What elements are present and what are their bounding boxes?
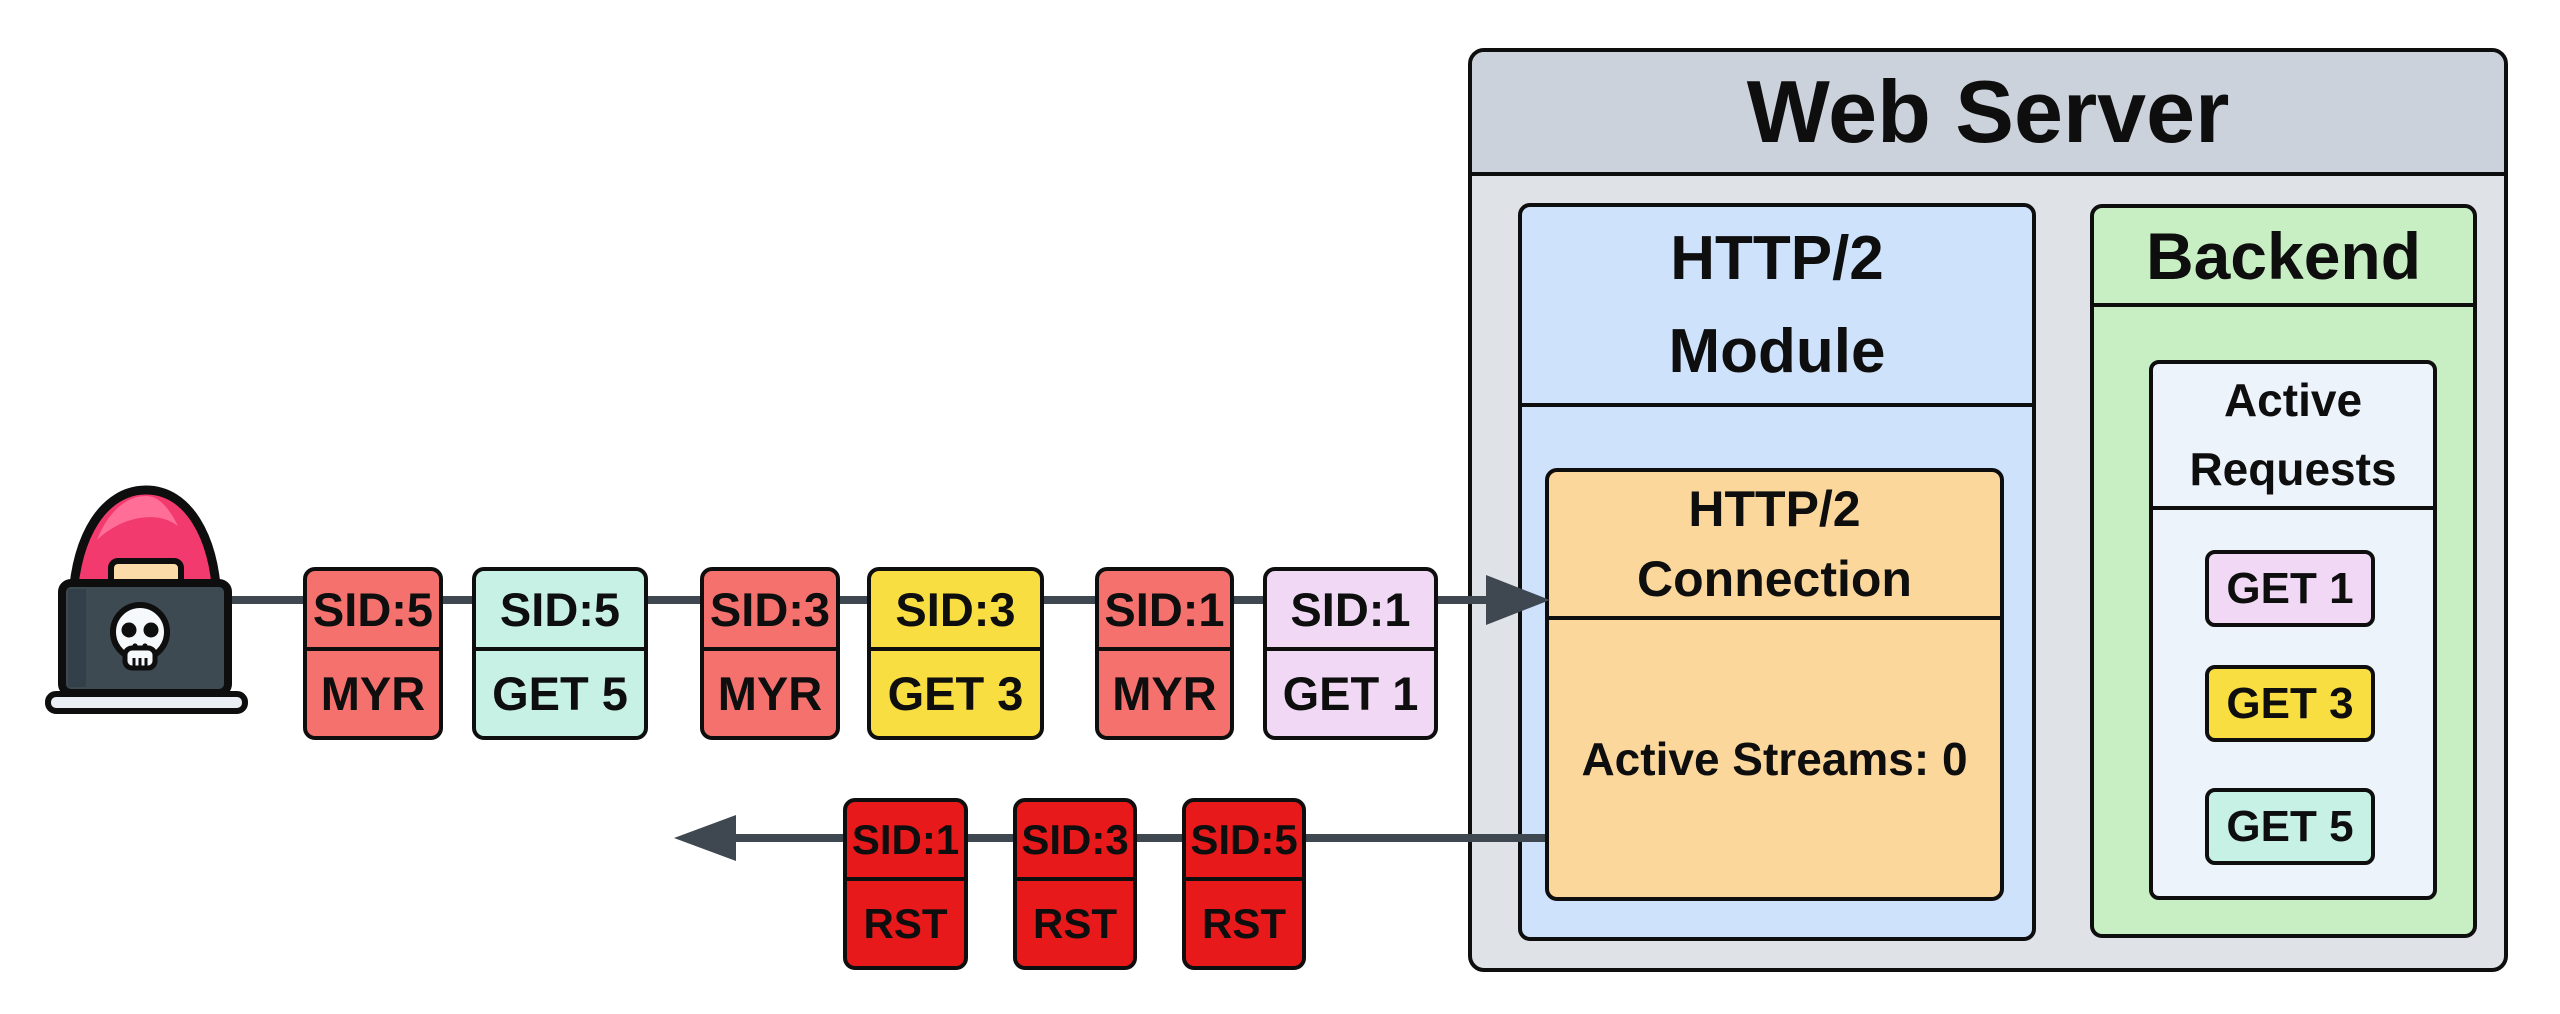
response-arrowhead xyxy=(674,815,736,861)
active-streams-status: Active Streams: 0 xyxy=(1581,732,1968,785)
http2-module-title-text: HTTP/2 Module xyxy=(1668,224,1886,386)
packet-sid-label: SID:1 xyxy=(1099,571,1230,651)
packet-sid5-rst: SID:5 RST xyxy=(1182,798,1306,970)
packet-payload-label: RST xyxy=(863,899,948,947)
packet-sid-label: SID:5 xyxy=(1186,802,1302,881)
packet-payload-label: RST xyxy=(1202,899,1286,947)
packet-sid-label: SID:3 xyxy=(704,571,836,651)
hood-highlight xyxy=(97,496,178,540)
packet-payload-label: GET 5 xyxy=(492,667,628,720)
packet-payload-label: GET 1 xyxy=(1282,667,1419,720)
web-server-title: Web Server xyxy=(1472,52,2504,176)
laptop-base-shape xyxy=(45,691,248,714)
packet-sid-label: SID:1 xyxy=(1267,571,1434,651)
packet-sid1-myr: SID:1 MYR xyxy=(1095,567,1234,740)
packet-sid5-myr: SID:5 MYR xyxy=(303,567,443,740)
packet-sid-label: SID:5 xyxy=(307,571,439,651)
skull-nose-right xyxy=(142,643,148,649)
web-server-box: Web Server HTTP/2 Module HTTP/2 Connecti… xyxy=(1468,48,2508,972)
active-request-chip-get3: GET 3 xyxy=(2205,665,2375,742)
packet-payload-label: MYR xyxy=(320,667,426,720)
packet-sid-label: SID:1 xyxy=(847,802,964,881)
packet-payload-label: GET 3 xyxy=(887,667,1024,720)
skull-nose-left xyxy=(132,643,138,649)
http2-module-box: HTTP/2 Module HTTP/2 Connection Active S… xyxy=(1518,203,2036,941)
laptop-shading xyxy=(68,589,86,687)
packet-payload-label: MYR xyxy=(1112,667,1217,720)
packet-payload-label: RST xyxy=(1033,899,1117,947)
packet-sid3-myr: SID:3 MYR xyxy=(700,567,840,740)
http2-connection-title: HTTP/2 Connection xyxy=(1549,472,2000,620)
skull-eye-left xyxy=(121,622,137,638)
packet-sid3-get3: SID:3 GET 3 xyxy=(867,567,1044,740)
http2-module-title: HTTP/2 Module xyxy=(1522,207,2032,407)
packet-sid-label: SID:3 xyxy=(1017,802,1133,881)
active-requests-title-text: Active Requests xyxy=(2189,374,2397,495)
http2-connection-box: HTTP/2 Connection Active Streams: 0 xyxy=(1545,468,2004,901)
attacker-hacker-icon xyxy=(45,485,248,714)
packet-sid1-get1: SID:1 GET 1 xyxy=(1263,567,1438,740)
packet-sid-label: SID:3 xyxy=(871,571,1040,651)
backend-title: Backend xyxy=(2094,208,2473,307)
active-request-chip-get1: GET 1 xyxy=(2205,550,2375,627)
active-requests-title: Active Requests xyxy=(2153,364,2433,510)
packet-payload-label: MYR xyxy=(717,667,823,720)
backend-box: Backend Active Requests GET 1 GET 3 GET … xyxy=(2090,204,2477,938)
active-request-chip-get5: GET 5 xyxy=(2205,788,2375,865)
active-requests-box: Active Requests GET 1 GET 3 GET 5 xyxy=(2149,360,2437,900)
packet-sid-label: SID:5 xyxy=(476,571,644,651)
packet-sid5-get5: SID:5 GET 5 xyxy=(472,567,648,740)
http2-connection-title-text: HTTP/2 Connection xyxy=(1637,481,1912,607)
packet-sid3-rst: SID:3 RST xyxy=(1013,798,1137,970)
packet-sid1-rst: SID:1 RST xyxy=(843,798,968,970)
skull-eye-right xyxy=(143,622,159,638)
